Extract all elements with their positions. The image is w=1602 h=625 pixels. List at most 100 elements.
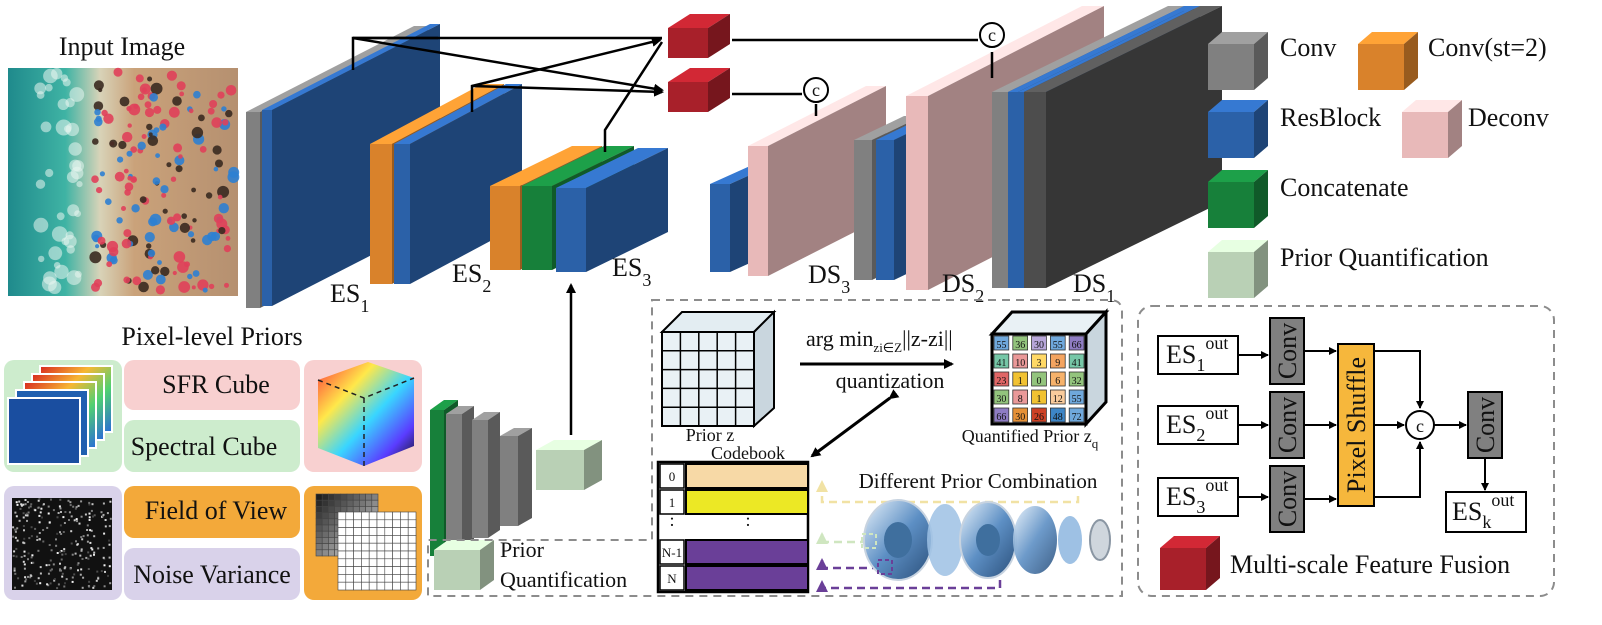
prior-quant-legend-l1: Prior [500, 537, 545, 562]
es3-resblock [556, 148, 668, 272]
quant-cell [993, 335, 1010, 351]
combo-arrow-purple [816, 558, 880, 570]
input-image [8, 67, 240, 296]
feature-blocks [246, 6, 1222, 590]
legend-label-3: Deconv [1468, 103, 1549, 132]
priors-title: Pixel-level Priors [121, 322, 302, 351]
quant-cell-value: 9 [1055, 358, 1060, 369]
legend-swatch-1 [1358, 32, 1418, 90]
field-of-view-image [315, 493, 417, 591]
codebook-row-2 [685, 539, 809, 565]
svg-text:c: c [988, 25, 996, 45]
label-es3: ES3 [612, 253, 651, 290]
quantization-label: quantization [836, 368, 945, 393]
pixel-shuffle-label: Pixel Shuffle [1342, 357, 1371, 493]
fusion-conv-out [1467, 391, 1503, 459]
ds1-conv-2 [1024, 6, 1222, 288]
pixel-shuffle-block [1337, 343, 1375, 507]
quant-cell-value: 72 [1072, 412, 1082, 423]
legend-swatch-0 [1208, 32, 1268, 90]
prior-z-cube [659, 309, 777, 429]
quant-cell [1050, 335, 1066, 351]
combo-arrow-purple-2 [816, 580, 1002, 592]
pq-conv-1 [446, 406, 474, 550]
quant-cell-value: 55 [996, 340, 1006, 351]
quant-cell [1012, 353, 1028, 369]
quant-cell-value: 30 [996, 394, 1006, 405]
fusion-conv-1 [1269, 317, 1305, 385]
legend-label-2: ResBlock [1280, 103, 1381, 132]
quant-cell-value: 66 [996, 412, 1006, 423]
concat-node-mid: c [803, 77, 829, 103]
sfr-cube-image [317, 362, 415, 466]
fusion-input-es2 [1157, 405, 1239, 445]
quantified-label: Quantified Prior zq [962, 426, 1099, 451]
different-prior-combination: Different Prior Combination [859, 469, 1098, 493]
quant-cell-value: 6 [1055, 376, 1060, 387]
combo-arrow-green [816, 532, 868, 544]
fusion-caption: Multi-scale Feature Fusion [1230, 550, 1510, 579]
codebook-row-0 [685, 463, 809, 489]
fusion-input-es3 [1157, 477, 1239, 517]
pq-conv-3 [500, 428, 532, 526]
legend-label-4: Concatenate [1280, 173, 1409, 202]
legend-swatch-2 [1208, 100, 1268, 158]
quant-cell [993, 407, 1010, 423]
quant-cell [1068, 353, 1085, 369]
quant-cell [1068, 407, 1085, 423]
fusion-concat-symbol: c [1416, 416, 1424, 436]
argmin-label: arg minzi∈Z||z-zi|| [806, 326, 953, 355]
codebook-row-3 [685, 565, 809, 591]
fusion-output [1445, 491, 1527, 533]
quant-cell-value: 1 [1018, 376, 1023, 387]
spectral-cube-image [7, 365, 113, 465]
quant-cell-value: 26 [1034, 412, 1044, 423]
fusion-conv-3 [1269, 465, 1305, 533]
quant-cell [1031, 353, 1047, 369]
priors-panel [4, 360, 422, 600]
label-ds2: DS2 [942, 269, 984, 306]
quant-cell [1050, 371, 1066, 387]
fusion-conv-2 [1269, 391, 1305, 459]
quant-cell [1012, 335, 1028, 351]
quant-cell-value: 3 [1037, 358, 1042, 369]
quant-cell-value: 66 [1072, 340, 1082, 351]
quant-cell [993, 353, 1010, 369]
quant-cell-value: 41 [1072, 358, 1082, 369]
quant-cell [1012, 407, 1028, 423]
quant-cell-value: 23 [996, 376, 1006, 387]
quant-cell-value: 8 [1018, 394, 1023, 405]
quant-cell [993, 389, 1010, 405]
spectral-cube-label: Spectral Cube [131, 432, 278, 461]
quant-cell [1012, 389, 1028, 405]
codebook-title: Codebook [711, 443, 785, 463]
label-ds3: DS3 [808, 260, 850, 297]
input-image-title: Input Image [59, 32, 185, 61]
codebook-ellipsis-1: : [745, 510, 750, 530]
fusion-legend-cube [1160, 536, 1220, 590]
quant-cell [1068, 371, 1085, 387]
codebook-table: 01N-1N:: [656, 460, 810, 594]
quant-cell-value: 55 [1072, 394, 1082, 405]
codebook-row-1 [685, 489, 809, 515]
quant-cell-value: 48 [1053, 412, 1063, 423]
codebook-ellipsis-0: : [669, 510, 674, 530]
quant-cell [1031, 335, 1047, 351]
codebook-index-0: 0 [669, 469, 676, 484]
quant-cell [1031, 371, 1047, 387]
quant-cell-value: 36 [1015, 340, 1025, 351]
fusion-input-es3-label: ES3out [1166, 475, 1228, 517]
noise-variance-label: Noise Variance [133, 560, 291, 589]
label-es1: ES1 [330, 279, 369, 316]
quant-cell [1012, 371, 1028, 387]
quant-cell [993, 371, 1010, 387]
quant-cell [1050, 353, 1066, 369]
pq-conv-2 [472, 412, 500, 538]
fusion-input-es2-label: ES2out [1166, 403, 1228, 445]
legend-label-1: Conv(st=2) [1428, 33, 1547, 62]
svg-text:c: c [812, 80, 820, 100]
